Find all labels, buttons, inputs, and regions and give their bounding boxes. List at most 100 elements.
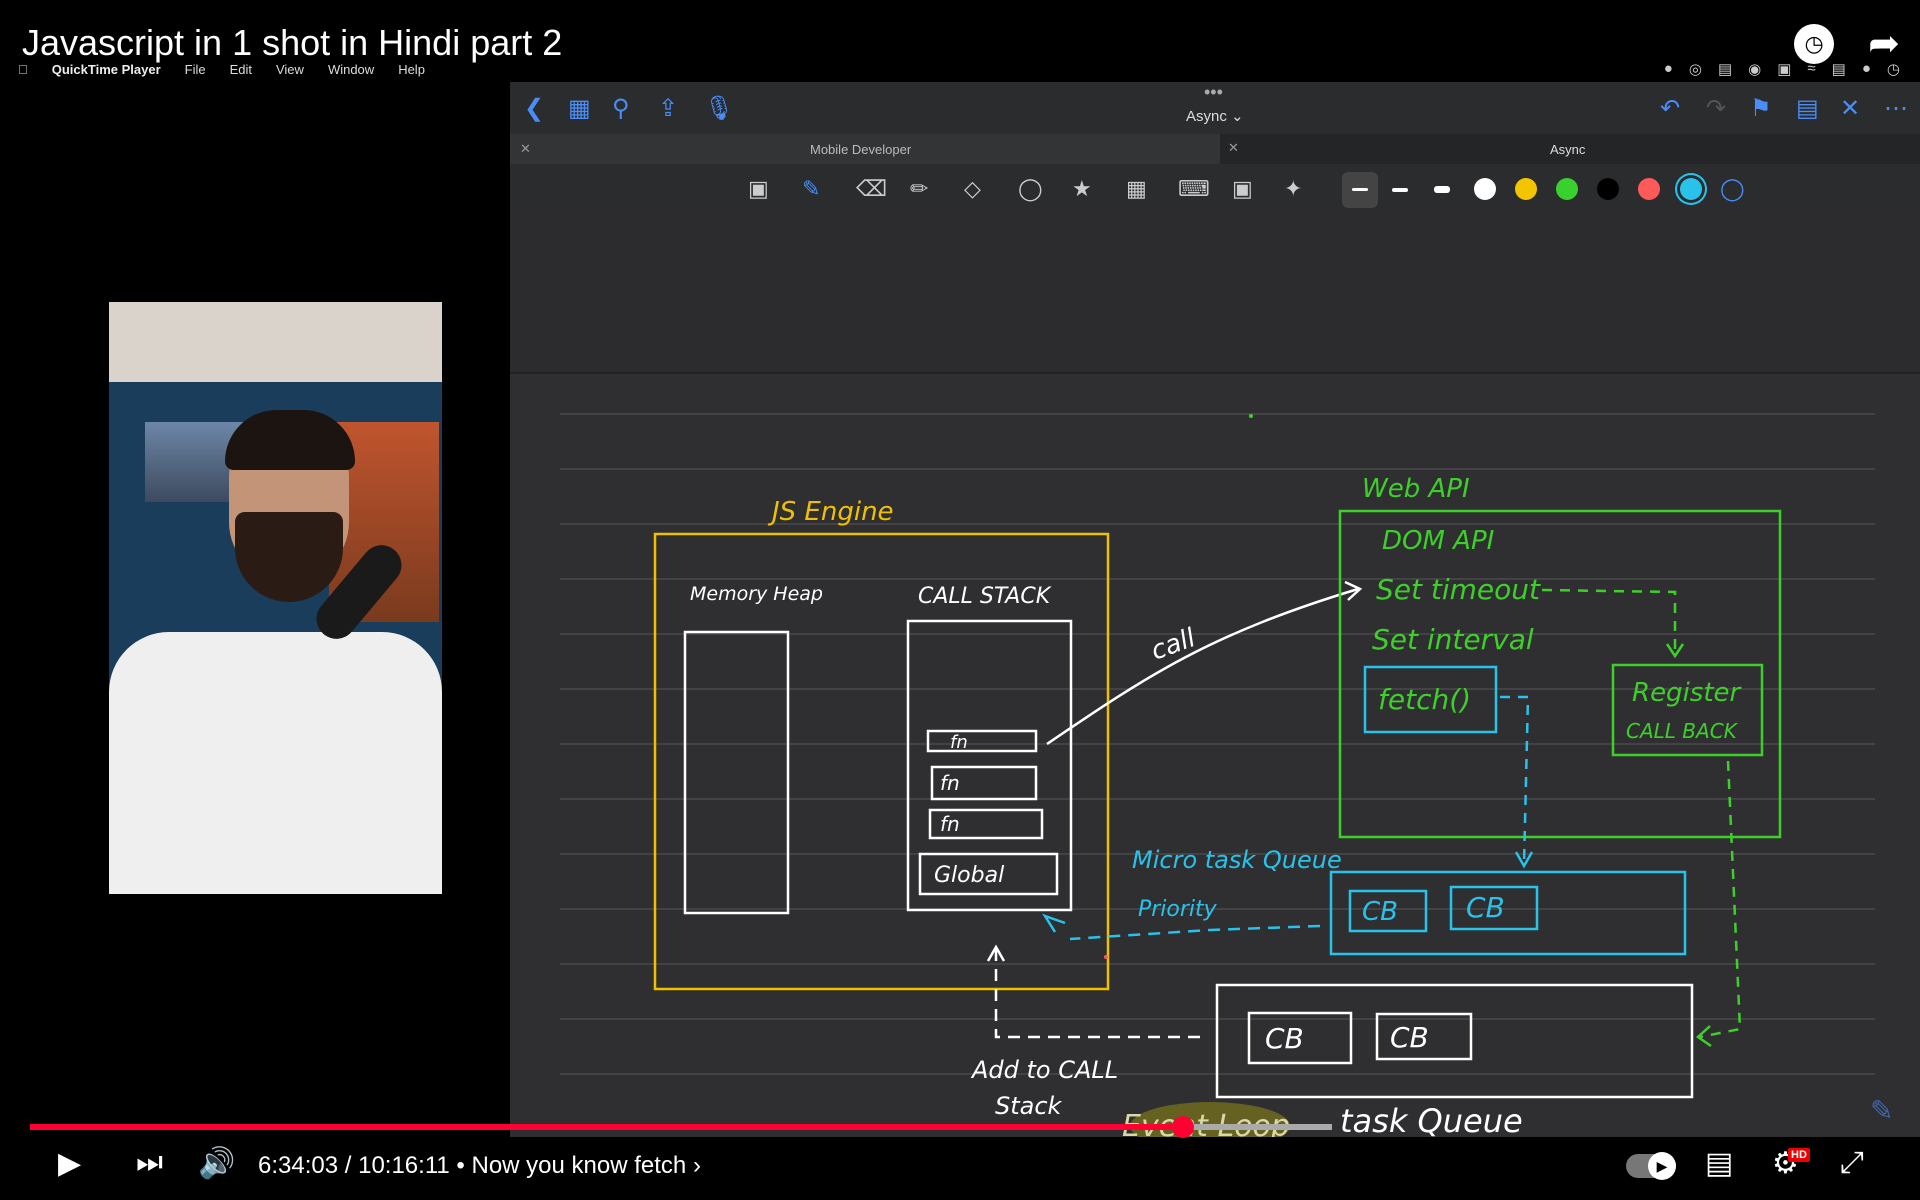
lasso-image-icon[interactable]: ▣ (748, 176, 769, 201)
close-icon[interactable]: ✕ (1840, 95, 1861, 122)
more-options-icon[interactable]: ⋯ (1884, 95, 1908, 122)
exit-fullscreen-icon[interactable]: ⤢ (1840, 1146, 1864, 1179)
search-icon[interactable]: ⚲ (612, 95, 630, 122)
color-swatch-cyan[interactable] (1680, 178, 1702, 200)
color-swatch-black[interactable] (1597, 178, 1619, 200)
menu-file[interactable]: File (174, 61, 206, 77)
fetch-box (1363, 665, 1498, 734)
redo-icon[interactable]: ↷ (1706, 95, 1727, 122)
mic-icon[interactable]: 🎙 (704, 95, 735, 122)
watch-later-icon[interactable]: ◷ (1794, 24, 1835, 64)
lasso-icon[interactable]: ◯ (1018, 176, 1043, 201)
status-icon[interactable]: ◎ (1688, 61, 1702, 78)
tab-mobile-developer[interactable]: ✕ Mobile Developer (510, 134, 1220, 164)
volume-icon[interactable]: 🔊 (198, 1147, 236, 1180)
stack-label: Stack (995, 1092, 1063, 1120)
color-swatch-yellow[interactable] (1515, 178, 1537, 200)
menu-view[interactable]: View (266, 61, 304, 77)
pen-icon[interactable]: ✎ (802, 176, 821, 201)
microtask-queue-label: Micro task Queue (1132, 846, 1342, 874)
add-page-icon[interactable]: ▤ (1796, 95, 1819, 122)
menubar-app-name[interactable]: QuickTime Player (42, 61, 161, 77)
progress-bar[interactable] (30, 1124, 1890, 1130)
document-title[interactable]: Async ⌄ (1186, 108, 1244, 125)
sticker-icon[interactable]: ★ (1072, 176, 1092, 201)
hd-badge: HD (1788, 1148, 1810, 1162)
close-tab-icon[interactable]: ✕ (1228, 140, 1239, 155)
menu-edit[interactable]: Edit (219, 61, 252, 77)
captions-icon[interactable]: ▤ (1705, 1147, 1734, 1180)
camera-icon[interactable]: ▣ (1777, 61, 1792, 78)
web-api-label: Web API (1362, 474, 1470, 504)
call-label: call (1147, 623, 1200, 667)
menu-window[interactable]: Window (318, 61, 374, 77)
autoplay-toggle[interactable]: ▶ (1626, 1152, 1676, 1180)
color-swatch-red[interactable] (1638, 178, 1660, 200)
memory-heap-box (683, 630, 790, 915)
pencil-float-icon[interactable]: ✎ (1870, 1095, 1894, 1126)
priority-label: Priority (1138, 897, 1218, 922)
apple-icon[interactable]:  (18, 62, 28, 77)
bookmark-icon[interactable]: ⚑ (1750, 95, 1772, 122)
stack-frame (930, 765, 1038, 801)
next-icon[interactable]: ⏭ (136, 1146, 163, 1179)
task-queue-box (1215, 983, 1694, 1099)
highlighter-icon[interactable]: ✏ (910, 176, 929, 201)
register-label: Register (1632, 678, 1743, 708)
note-canvas[interactable]: JS Engine Memory Heap CALL STACK fn fn f… (510, 374, 1920, 1137)
page-top-area (510, 214, 1920, 375)
play-icon[interactable]: ▶ (58, 1147, 82, 1180)
mac-status-icons: ● ◎ ▤ ◉ ▣ ≈ ▤ ● ◷ (1664, 60, 1900, 78)
status-icon[interactable]: ▤ (1717, 61, 1733, 78)
ruled-lines (560, 413, 1875, 1075)
diagram: JS Engine Memory Heap CALL STACK fn fn f… (560, 413, 1875, 1137)
grid-icon[interactable]: ▦ (568, 95, 591, 122)
clock-icon[interactable]: ◷ (1886, 61, 1900, 78)
event-loop-label: Event Loop (1122, 1109, 1290, 1137)
task-cb-box (1247, 1011, 1353, 1065)
add-color-icon[interactable]: ◯ (1720, 176, 1745, 201)
siri-icon[interactable]: ● (1861, 60, 1871, 77)
microtask-cb-label: CB (1466, 891, 1505, 924)
tab-async[interactable]: Async (1550, 142, 1586, 157)
set-interval-label: Set interval (1372, 623, 1534, 656)
tab-bar: ✕ Mobile Developer ✕ Async (510, 134, 1920, 164)
image-icon[interactable]: ▦ (1126, 176, 1147, 201)
top-right-actions: ◷ ➦ (1794, 24, 1900, 64)
notes-app-window: ❮ ▦ ⚲ ⇪ 🎙 ••• Async ⌄ ↶ ↷ ⚑ ▤ ✕ ⋯ ✕ Mobi… (510, 82, 1920, 1137)
stroke-medium[interactable] (1392, 188, 1408, 192)
chevron-right-icon[interactable]: › (692, 1152, 701, 1179)
memory-heap-label: Memory Heap (690, 583, 823, 605)
color-swatch-white[interactable] (1474, 178, 1496, 200)
close-tab-icon[interactable]: ✕ (520, 141, 531, 156)
stray-dot (1249, 414, 1253, 418)
progress-played (30, 1124, 1184, 1130)
keyboard-icon[interactable]: ⌨ (1178, 176, 1210, 201)
stroke-thin[interactable] (1342, 172, 1378, 208)
js-engine-label: JS Engine (767, 497, 894, 527)
undo-icon[interactable]: ↶ (1660, 95, 1681, 122)
time-display: 6:34:03 / 10:16:11 • Now you know fetch … (258, 1152, 701, 1179)
status-icon[interactable]: ● (1663, 60, 1673, 77)
chapter-title[interactable]: Now you know fetch (471, 1152, 687, 1179)
eraser-icon[interactable]: ⌫ (856, 176, 888, 201)
wifi-icon[interactable]: ≈ (1807, 60, 1816, 77)
back-icon[interactable]: ❮ (524, 95, 545, 122)
color-swatch-green[interactable] (1556, 178, 1578, 200)
more-icon[interactable]: ••• (1204, 82, 1223, 102)
microtask-cb-box (1348, 889, 1428, 933)
menu-help[interactable]: Help (388, 61, 425, 77)
callback-label: CALL BACK (1626, 719, 1739, 743)
laser-pointer-icon[interactable]: ✦ (1284, 176, 1303, 201)
progress-scrubber[interactable] (1172, 1116, 1195, 1138)
task-cb-label: CB (1265, 1022, 1304, 1055)
share-icon[interactable]: ⇪ (658, 95, 679, 122)
text-icon[interactable]: ▣ (1232, 176, 1253, 201)
share-icon[interactable]: ➦ (1868, 23, 1900, 65)
call-stack-label: CALL STACK (918, 584, 1052, 609)
global-label: Global (934, 863, 1004, 888)
stroke-thick[interactable] (1434, 186, 1450, 193)
shapes-icon[interactable]: ◇ (964, 176, 981, 201)
control-center-icon[interactable]: ▤ (1831, 61, 1846, 78)
status-icon[interactable]: ◉ (1748, 61, 1762, 78)
